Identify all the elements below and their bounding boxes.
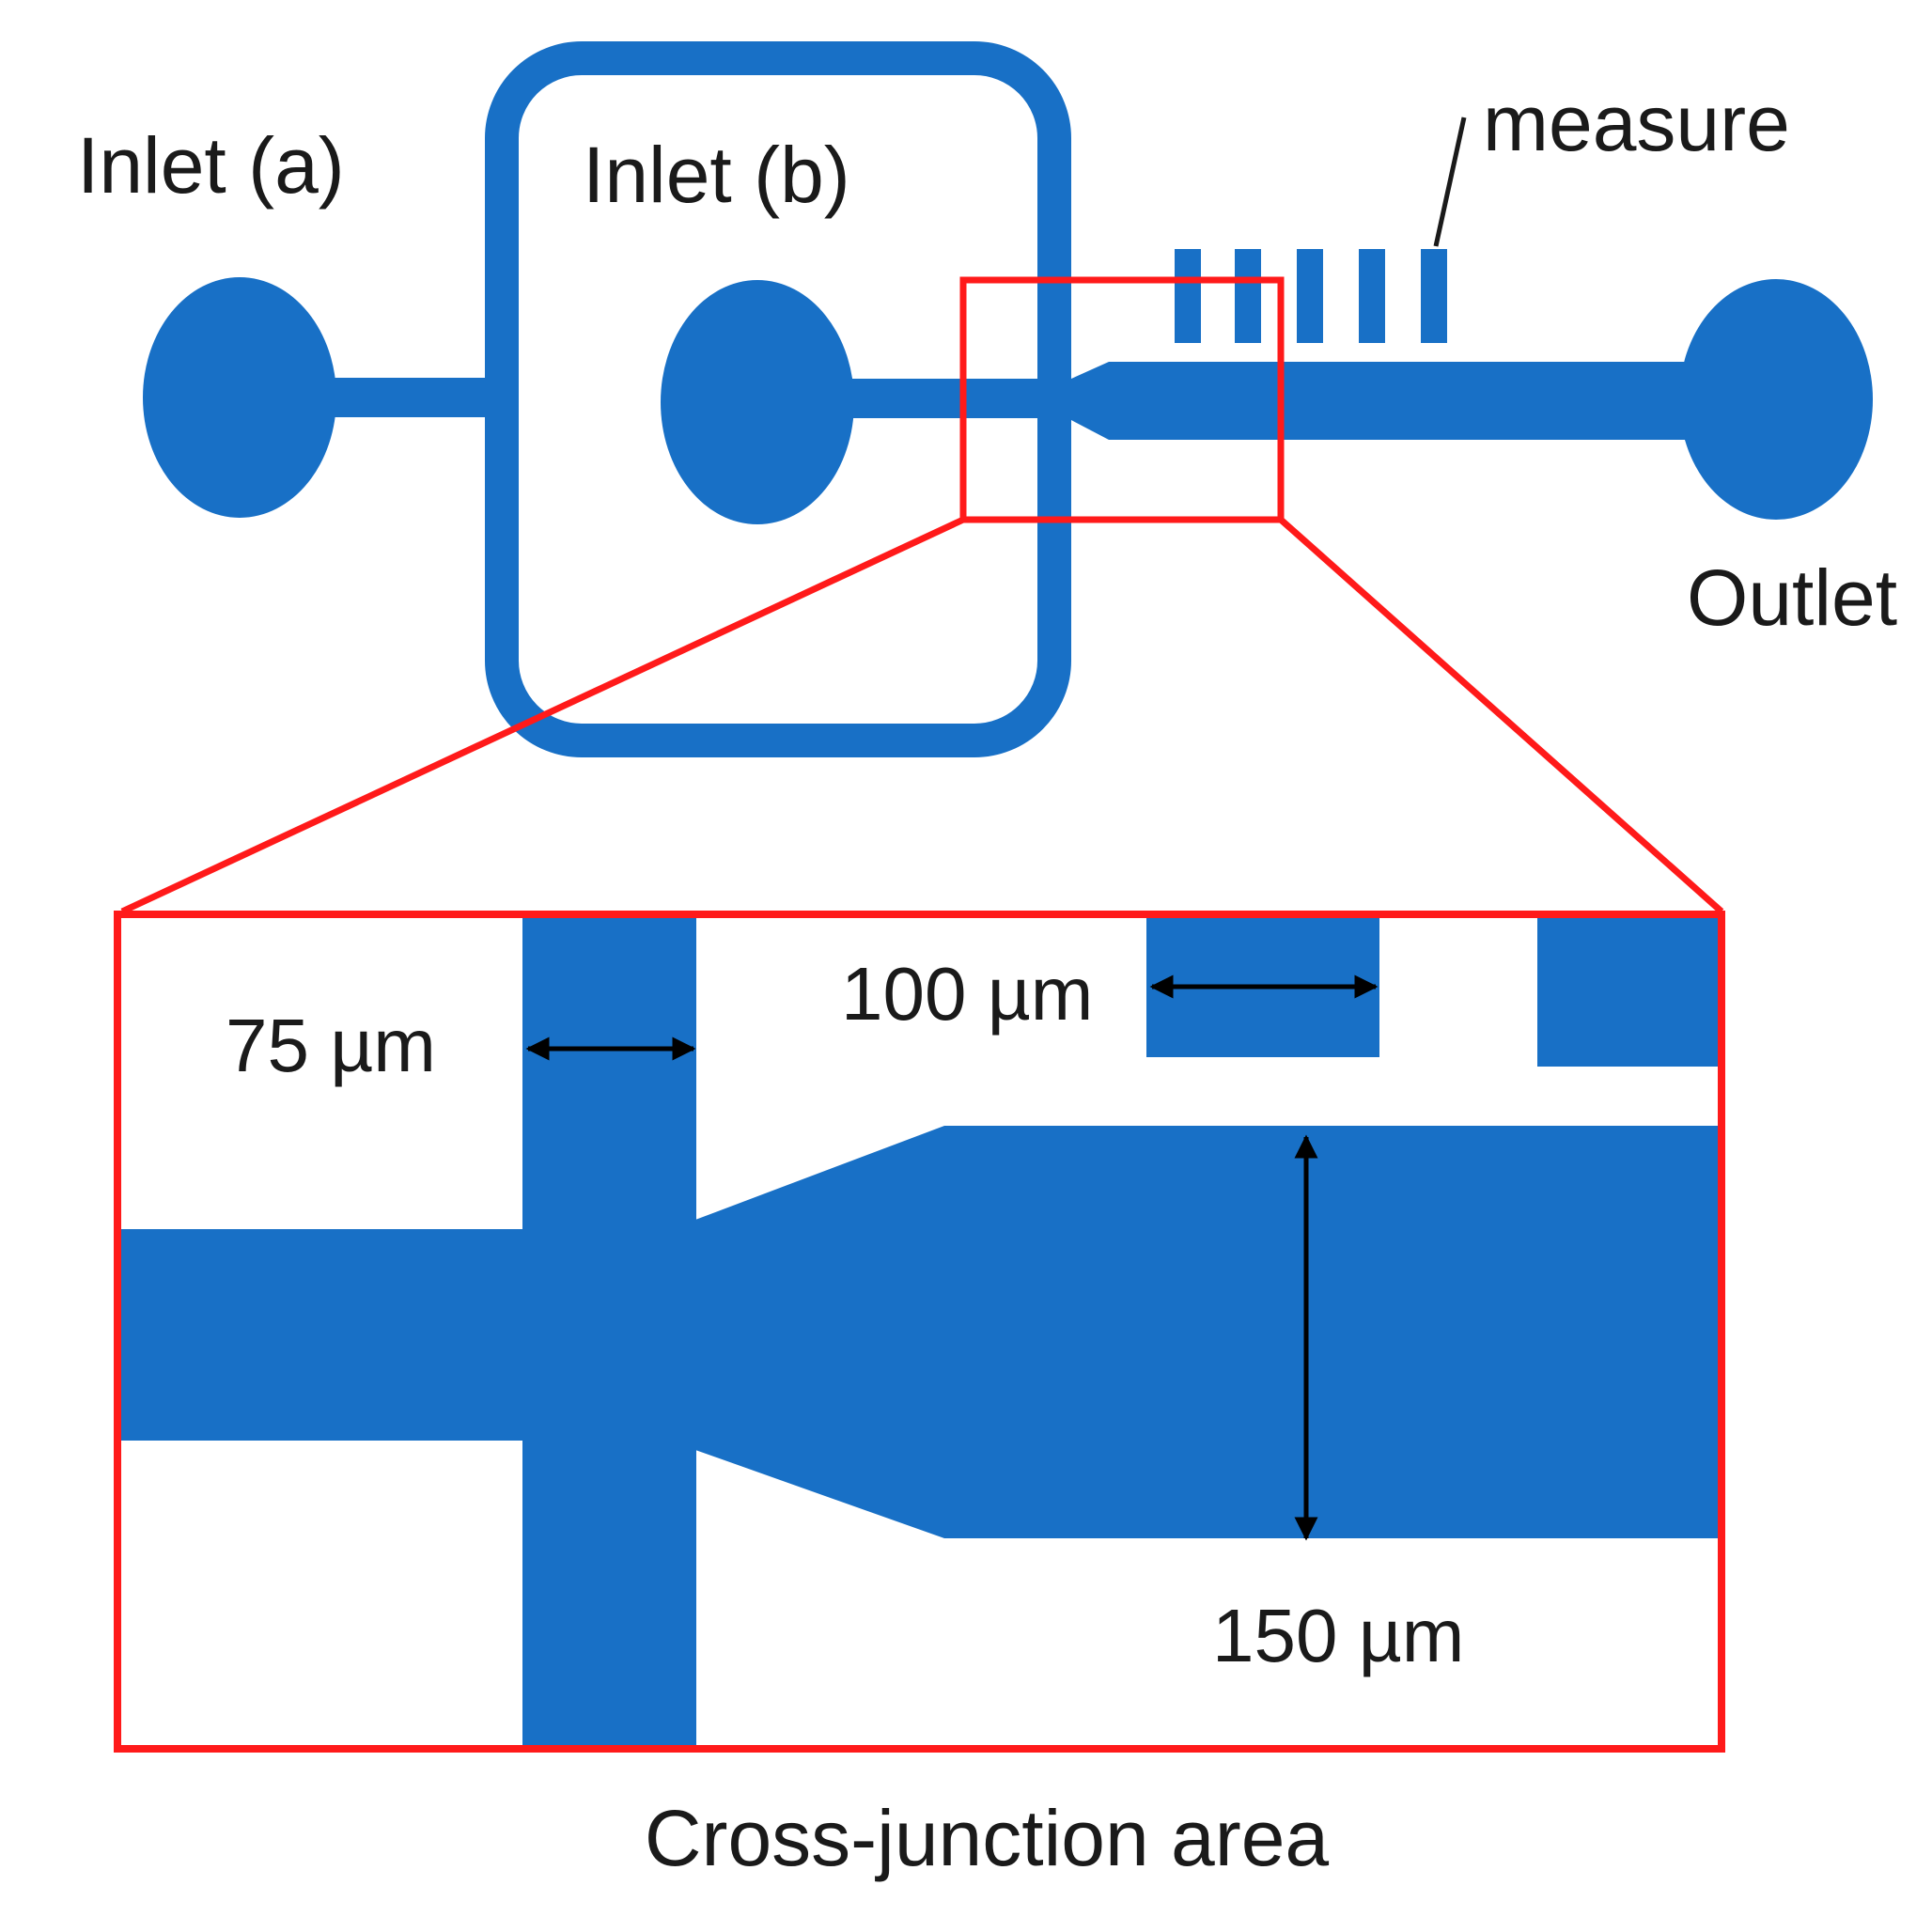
- dim-100-label: 100 µm: [841, 952, 1093, 1036]
- junction-highlight-box: [959, 276, 1285, 523]
- detail-main-channel: [695, 1126, 1718, 1538]
- inlet-a-channel: [319, 378, 503, 417]
- measure-bar: [1421, 249, 1447, 343]
- inlet-a-label: Inlet (a): [77, 121, 345, 210]
- detail-measure-bar-partial: [1537, 914, 1718, 1067]
- measure-scale: [1175, 249, 1447, 343]
- chip-overview: Inlet (a) Inlet (b) measure Outlet: [77, 41, 1897, 757]
- main-channel: [1071, 362, 1710, 440]
- detail-inlet-channel: [117, 1229, 531, 1441]
- dim-75-label: 75 µm: [226, 1004, 436, 1087]
- measure-bar: [1235, 249, 1261, 343]
- dim-150-label: 150 µm: [1212, 1594, 1464, 1677]
- inlet-b-label: Inlet (b): [583, 131, 850, 219]
- zoom-connectors: [120, 516, 1724, 915]
- loop-channel: [485, 41, 1071, 757]
- outlet-reservoir: [1679, 279, 1873, 520]
- zoom-connector-right: [1278, 517, 1724, 914]
- detail-vertical-channel: [522, 914, 696, 1745]
- inlet-b-channel: [836, 379, 1052, 418]
- zoom-connector-left: [120, 516, 965, 915]
- measure-leader-line: [1433, 117, 1467, 247]
- detail-frame: [114, 911, 1725, 1753]
- measure-label: measure: [1483, 79, 1790, 167]
- measure-bar: [1297, 249, 1323, 343]
- caption: Cross-junction area: [645, 1794, 1330, 1882]
- measure-bar: [1359, 249, 1385, 343]
- outlet-label: Outlet: [1687, 553, 1897, 642]
- cross-junction-detail: 75 µm 100 µm 150 µm: [114, 911, 1725, 1753]
- measure-bar: [1175, 249, 1201, 343]
- inlet-a-reservoir: [143, 277, 336, 518]
- inlet-b-reservoir: [661, 280, 854, 524]
